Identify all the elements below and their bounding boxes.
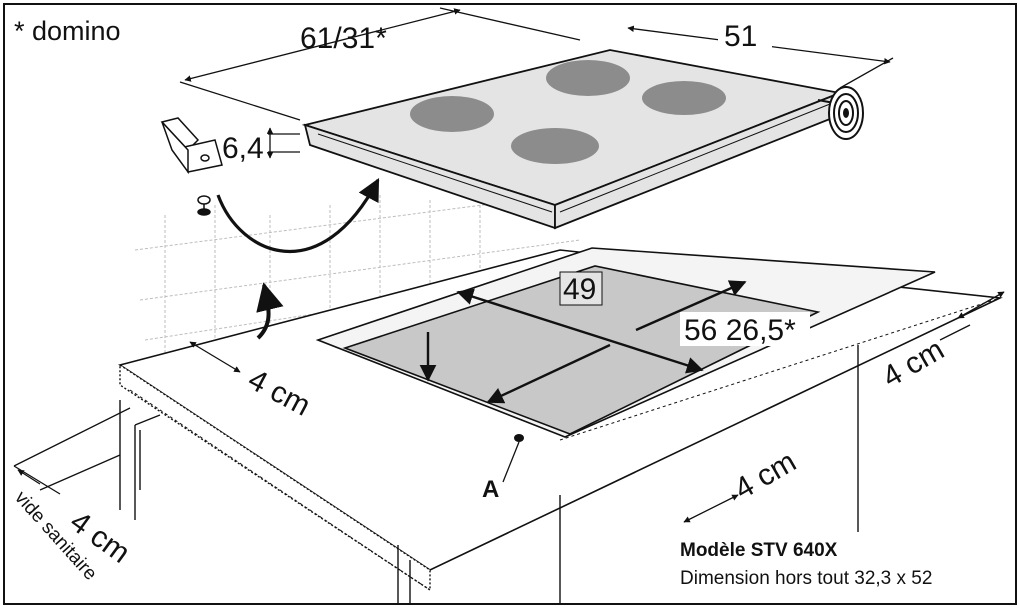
dim-cutout-depth-label: 49 — [563, 273, 596, 306]
cooking-zone-left — [410, 96, 494, 132]
dim-clearance-left — [189, 341, 241, 373]
model-dimension: Dimension hors tout 32,3 x 52 — [680, 568, 932, 589]
curved-arrow-icon — [216, 178, 380, 254]
cooking-zone-front — [511, 128, 599, 164]
diagram-frame — [3, 3, 1017, 605]
dim-depth-label: 51 — [724, 20, 757, 53]
dim-width — [179, 7, 581, 121]
dim-cutout-width-label: 56 26,5* — [684, 314, 796, 347]
dim-thickness-label: 6,4 — [222, 132, 264, 165]
dim-clearance-right — [939, 291, 1005, 341]
cooking-zone-right — [642, 81, 726, 115]
label-a: A — [482, 476, 499, 503]
screw-icon — [197, 195, 211, 216]
point-a-marker — [514, 434, 524, 442]
hob — [301, 49, 844, 230]
up-arrow-icon — [256, 282, 284, 340]
dim-width-label: 61/31* — [300, 22, 387, 55]
model-title: Modèle STV 640X — [680, 540, 838, 561]
dim-clearance-front — [683, 494, 739, 523]
dim-clearance-bottom — [13, 407, 131, 495]
clearance-front-label: 4 cm — [729, 445, 802, 506]
cable-coil-icon — [817, 86, 864, 140]
cooking-zone-top — [546, 60, 630, 96]
domino-note: * domino — [14, 16, 121, 46]
dim-cutout — [419, 280, 747, 404]
dim-thickness — [266, 127, 300, 159]
fixing-clip-icon — [160, 117, 223, 175]
